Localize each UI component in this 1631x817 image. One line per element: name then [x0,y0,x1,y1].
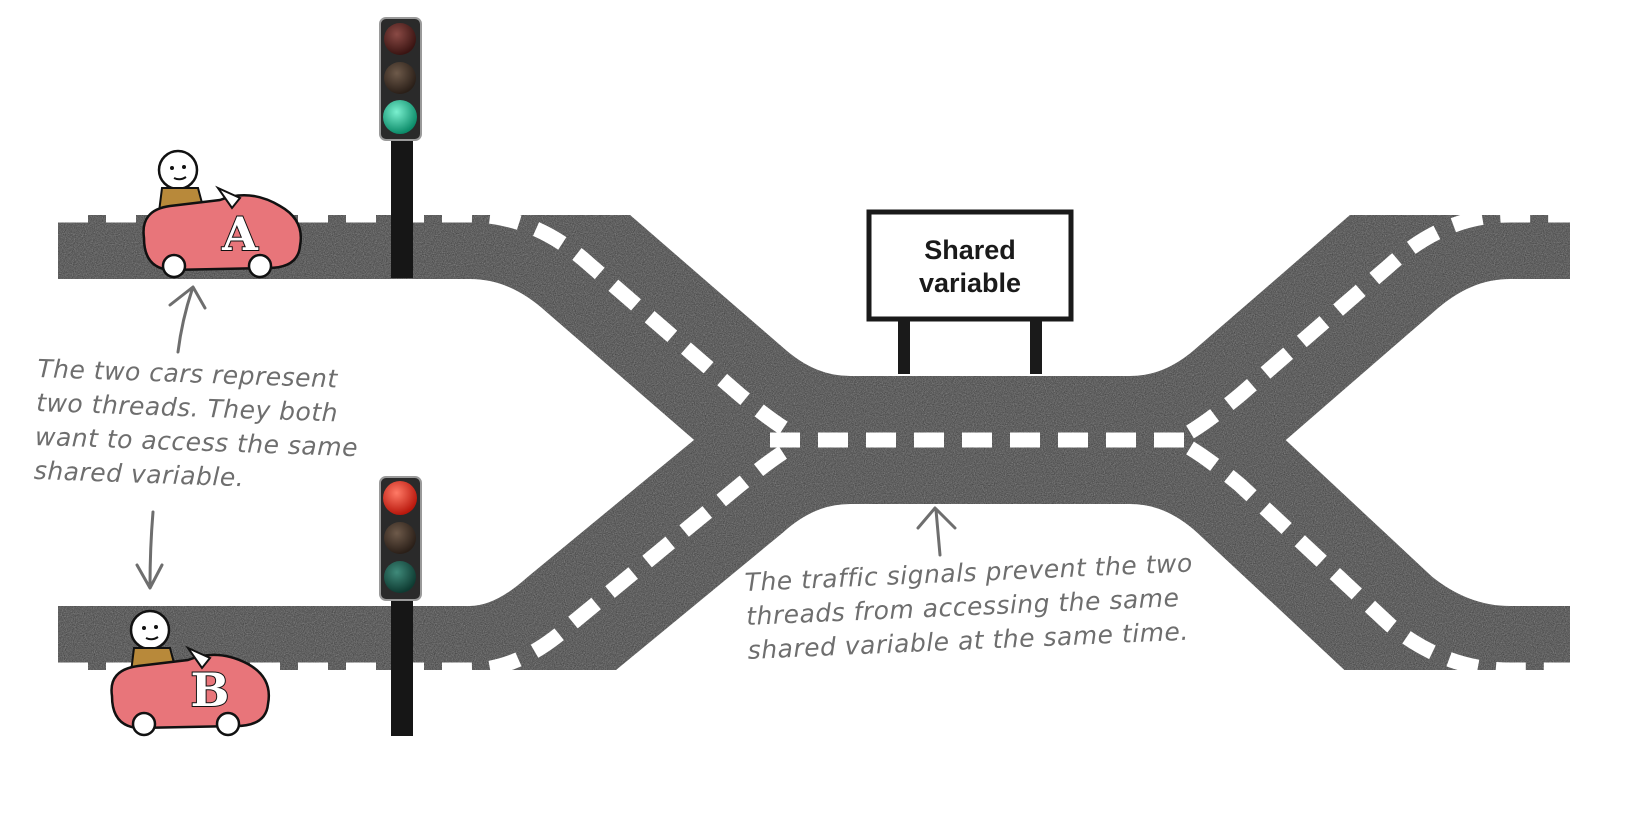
traffic-light-pole [391,598,413,736]
arrow-down-to-car-b [148,510,155,588]
shared-variable-sign: Shared variable [866,209,1074,374]
annotation-arrows [135,285,957,590]
green-lamp-on [383,100,417,134]
red-lamp-off [384,23,416,55]
sign-post-left [898,318,910,374]
lane-top-left [58,207,794,439]
lane-bottom-right [1186,441,1570,678]
car-b-label: B [191,663,230,717]
arrow-up-to-car-a [176,288,194,354]
traffic-light-bottom [379,476,422,736]
lane-top-right [1186,207,1570,439]
sign-board [866,209,1074,322]
driver-head [129,609,171,651]
sign-post-right [1030,318,1042,374]
arrow-up-to-road [934,508,942,557]
traffic-light-top [379,17,422,278]
car-a-label: A [221,207,259,261]
car-wheel [161,253,187,279]
traffic-light-pole [391,138,413,278]
lane-bottom-left [58,441,794,678]
red-lamp-on [383,481,417,515]
car-wheel [247,253,273,279]
lane-markings [58,207,1570,678]
sign-line-1: Shared [924,235,1016,265]
arrowhead [168,285,207,310]
car-a: A [142,149,303,279]
sign-line-2: variable [919,268,1021,298]
green-lamp-off [384,561,416,593]
amber-lamp-off [384,62,416,94]
signals-annotation: The traffic signals prevent the two thre… [744,548,1194,665]
car-wheel [215,711,241,737]
amber-lamp-off [384,522,416,554]
car-b: B [110,609,271,737]
arrowhead [135,563,164,590]
arrowhead [916,506,957,530]
threads-annotation: The two cars represent two threads. They… [33,353,359,493]
driver-head [157,149,199,191]
car-wheel [131,711,157,737]
